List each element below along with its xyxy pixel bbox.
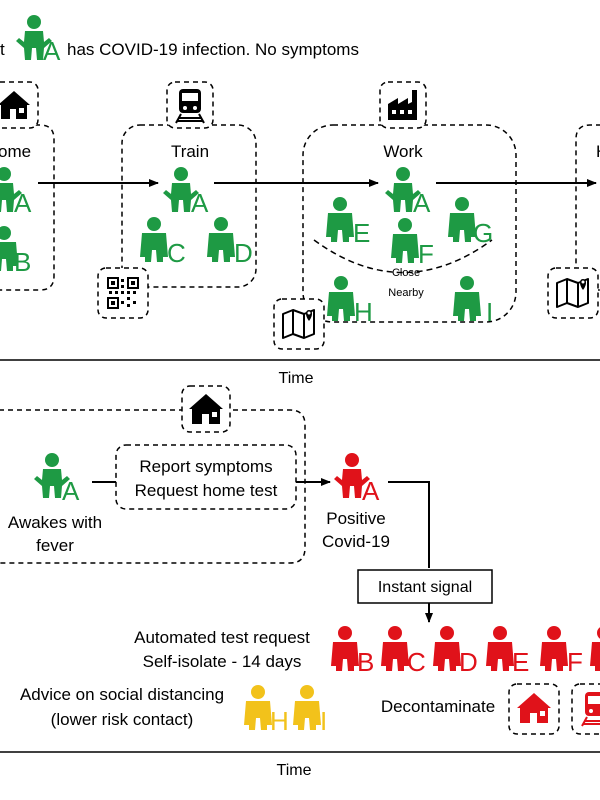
person-a-work-label: A — [413, 188, 431, 218]
location-home: ome — [0, 142, 31, 161]
person-e-work-icon — [326, 197, 354, 242]
person-g-work-icon — [448, 197, 476, 242]
advice-line1: Advice on social distancing — [20, 685, 224, 704]
person-i-work-icon — [453, 276, 481, 321]
decontaminate-label: Decontaminate — [381, 697, 495, 716]
location-work: Work — [383, 142, 423, 161]
map-icon — [556, 278, 589, 308]
map-icon — [282, 309, 315, 339]
person-d-train-label: D — [234, 238, 253, 268]
home-context-box — [0, 409, 306, 564]
contact-h-label: H — [270, 706, 289, 736]
instant-signal-label: Instant signal — [378, 579, 472, 596]
close-nearby-boundary — [313, 239, 493, 274]
top-time-label: Time — [279, 370, 314, 387]
contact-f-label: F — [567, 647, 583, 677]
qr-code-icon — [107, 277, 139, 309]
header-text: has COVID-19 infection. No symptoms — [67, 40, 359, 59]
home-location-box — [0, 124, 55, 291]
contact-c-icon — [381, 626, 409, 671]
awakes-line2: fever — [36, 536, 74, 555]
person-f-work-icon — [391, 218, 419, 263]
person-a-awake-label: A — [62, 476, 80, 506]
person-h-work-label: H — [354, 297, 373, 327]
contact-f-icon — [540, 626, 568, 671]
auto-line1: Automated test request — [134, 628, 310, 647]
contact-i-icon — [293, 685, 321, 730]
house-icon — [517, 693, 551, 723]
header-prefix: t — [0, 40, 5, 59]
next-location-box — [575, 124, 600, 291]
close-label: Close — [392, 267, 420, 279]
auto-line2: Self-isolate - 14 days — [143, 652, 302, 671]
train-icon — [581, 692, 600, 727]
bottom-time-label: Time — [277, 762, 312, 779]
map-icon-box-work — [273, 298, 325, 350]
contact-b-label: B — [357, 647, 374, 677]
contact-d-icon — [433, 626, 461, 671]
contact-d-label: D — [459, 647, 478, 677]
person-b-home-label: B — [14, 247, 31, 277]
positive-line1: Positive — [326, 509, 386, 528]
person-f-work-label: F — [418, 239, 434, 269]
person-c-train-icon — [140, 217, 168, 262]
contact-i-label: I — [320, 706, 327, 736]
signal-connector — [388, 481, 430, 568]
person-c-train-label: C — [167, 238, 186, 268]
contact-b-icon — [331, 626, 359, 671]
person-h-work-icon — [327, 276, 355, 321]
contact-e-icon — [486, 626, 514, 671]
awakes-line1: Awakes with — [8, 513, 102, 532]
location-next: H — [596, 142, 600, 161]
bottom-panel: A Awakes with fever Report symptoms Requ… — [0, 385, 600, 779]
top-panel: t A has COVID-19 infection. No symptoms … — [0, 15, 600, 387]
contact-c-label: C — [407, 647, 426, 677]
contact-next-icon — [590, 626, 600, 671]
person-e-work-label: E — [353, 218, 370, 248]
factory-icon — [388, 90, 417, 120]
report-symptoms-box — [115, 444, 297, 510]
map-icon-box-next — [547, 267, 599, 319]
report-line2: Request home test — [135, 481, 278, 500]
nearby-label: Nearby — [388, 287, 424, 299]
instant-signal-box — [357, 569, 493, 604]
location-train: Train — [171, 142, 209, 161]
report-line1: Report symptoms — [139, 457, 272, 476]
contact-h-icon — [244, 685, 272, 730]
header-person-letter: A — [43, 36, 61, 66]
person-a-train-label: A — [191, 188, 209, 218]
person-i-work-label: I — [486, 297, 493, 327]
advice-line2: (lower risk contact) — [51, 710, 194, 729]
positive-line2: Covid-19 — [322, 532, 390, 551]
person-a-positive-label: A — [362, 476, 380, 506]
train-icon — [175, 89, 205, 124]
person-d-train-icon — [207, 217, 235, 262]
house-icon — [189, 394, 223, 424]
person-g-work-label: G — [473, 218, 493, 248]
person-a-home-label: A — [14, 188, 32, 218]
house-icon — [0, 91, 30, 119]
contact-e-label: E — [512, 647, 529, 677]
